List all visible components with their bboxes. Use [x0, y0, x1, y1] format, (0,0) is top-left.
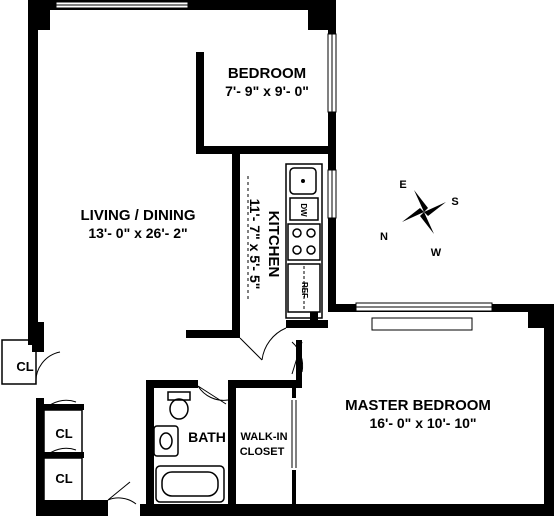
kitchen-fixtures: [247, 163, 323, 319]
compass-w: W: [431, 247, 442, 259]
door-swings: [35, 327, 304, 505]
kitchen-name: KITCHEN: [265, 211, 282, 278]
walkin-line2: CLOSET: [240, 446, 285, 458]
compass-e: E: [399, 179, 406, 191]
interior-walls: [1, 52, 336, 504]
dishwasher-label: DW: [299, 203, 308, 217]
walkin-line1: WALK-IN: [240, 431, 287, 443]
compass-rose: E S N W: [380, 179, 459, 259]
bath-name: BATH: [188, 429, 226, 445]
closet-label-2: CL: [55, 426, 72, 441]
bath-fixtures: [153, 391, 225, 503]
compass-s: S: [451, 196, 458, 208]
master-dims: 16'- 0" x 10'- 10": [369, 415, 476, 431]
master-name: MASTER BEDROOM: [345, 397, 491, 414]
living-name: LIVING / DINING: [80, 207, 195, 224]
living-dims: 13'- 0" x 26'- 2": [88, 225, 187, 241]
refrigerator-label: REF: [300, 282, 309, 298]
kitchen-dims: 11'- 7" x 5'- 5": [247, 199, 263, 290]
closet-label-1: CL: [16, 359, 33, 374]
bedroom-dims: 7'- 9" x 9'- 0": [225, 83, 309, 99]
compass-n: N: [380, 231, 388, 243]
exterior-walls: [28, 0, 554, 516]
bedroom-name: BEDROOM: [228, 65, 306, 82]
closet-label-3: CL: [55, 471, 72, 486]
